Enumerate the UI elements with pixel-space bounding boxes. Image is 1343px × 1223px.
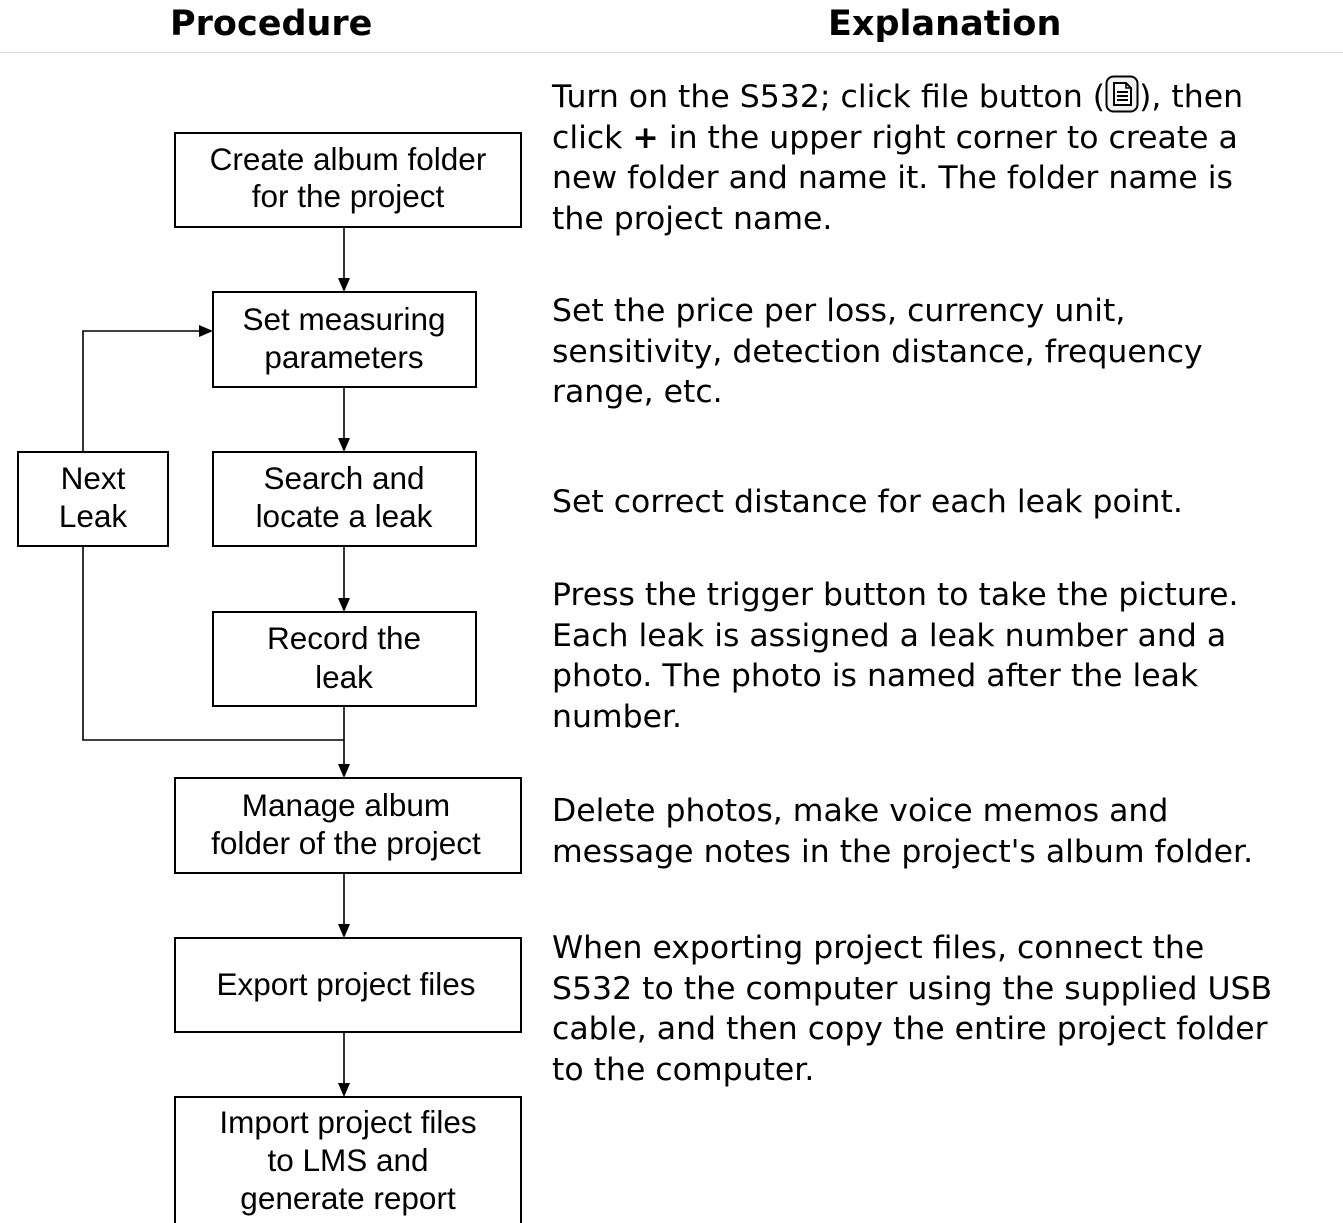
table-header: Procedure Explanation: [0, 0, 1343, 53]
explanation-text: ), then: [1139, 79, 1244, 115]
flow-step-label: parameters: [264, 339, 423, 375]
flow-step-label: Manage album: [242, 787, 450, 823]
flow-step-label: for the project: [252, 178, 445, 214]
explanation-parameters: Set the price per loss, currency unit, s…: [552, 291, 1203, 413]
explanation-line: click + in the upper right corner to cre…: [552, 118, 1243, 159]
explanation-line: sensitivity, detection distance, frequen…: [552, 333, 1203, 370]
arrowhead-icon: [338, 764, 350, 778]
plus-icon: +: [632, 119, 659, 156]
explanation-column-title: Explanation: [828, 4, 1062, 44]
flow-step-box: [174, 937, 522, 1033]
flow-step-box: [212, 291, 477, 388]
arrowhead-icon: [199, 325, 213, 337]
flow-step-export-project-files: Export project files: [174, 937, 522, 1033]
explanation-record: Press the trigger button to take the pic…: [552, 575, 1238, 737]
explanation-line: new folder and name it. The folder name …: [552, 160, 1233, 196]
flow-step-set-measuring-parameters: Set measuring parameters: [212, 291, 477, 388]
procedure-column-title: Procedure: [170, 4, 373, 44]
flow-step-label: locate a leak: [256, 498, 433, 534]
explanation-export: When exporting project files, connect th…: [552, 928, 1272, 1090]
flow-step-box: [174, 132, 522, 228]
explanation-line: Turn on the S532; click file button ( ), …: [552, 75, 1243, 118]
flow-step-label: Set measuring: [242, 301, 445, 337]
explanation-line: Set the price per loss, currency unit,: [552, 293, 1126, 329]
next-leak-box: Next Leak: [17, 451, 169, 547]
explanation-line: When exporting project files, connect th…: [552, 930, 1205, 966]
flow-step-box: [174, 777, 522, 874]
explanation-line: message notes in the project's album fol…: [552, 833, 1254, 870]
flow-step-manage-album-folder: Manage album folder of the project: [174, 777, 522, 874]
flow-step-box: [174, 1096, 522, 1223]
flow-step-label: Search and: [263, 460, 424, 496]
explanation-line: range, etc.: [552, 374, 723, 410]
arrowhead-icon: [338, 924, 350, 938]
explanation-line: S532 to the computer using the supplied …: [552, 970, 1273, 1007]
connector-export-to-import: [338, 1032, 350, 1097]
connector-parameters-to-search: [338, 387, 350, 452]
explanation-text: in the upper right corner to create a: [658, 119, 1238, 156]
arrowhead-icon: [338, 278, 350, 292]
arrowhead-icon: [338, 438, 350, 452]
flow-step-record-leak: Record the leak: [212, 611, 477, 707]
flow-step-label: folder of the project: [211, 825, 481, 861]
explanation-line: to the computer.: [552, 1051, 815, 1088]
explanation-search: Set correct distance for each leak point…: [552, 482, 1183, 523]
flow-step-label: Import project files: [219, 1104, 476, 1140]
procedure-flowchart: Create album folder for the project Set …: [17, 132, 522, 1223]
connector-search-to-record: [338, 546, 350, 612]
flow-step-create-album-folder: Create album folder for the project: [174, 132, 522, 228]
connector-create-to-parameters: [338, 227, 350, 292]
file-document-icon: [1105, 75, 1139, 113]
arrowhead-icon: [338, 598, 350, 612]
flow-step-label: Export project files: [216, 966, 475, 1002]
loop-box-label: Leak: [59, 498, 128, 534]
flow-step-label: Create album folder: [210, 141, 487, 177]
loop-box: [17, 451, 169, 547]
explanation-create: Turn on the S532; click file button ( ), …: [552, 75, 1243, 239]
explanation-line: cable, and then copy the entire project …: [552, 1011, 1268, 1047]
loop-connector-next-leak-to-parameters: [82, 325, 213, 452]
flow-step-label: leak: [315, 659, 373, 695]
explanation-line: Press the trigger button to take the pic…: [552, 577, 1239, 613]
flow-step-label: generate report: [240, 1180, 456, 1216]
loop-connector-record-to-next-leak: [82, 546, 344, 741]
connector-manage-to-export: [338, 873, 350, 938]
explanation-line: number.: [552, 698, 683, 735]
explanation-line: Each leak is assigned a leak number and …: [552, 617, 1227, 654]
explanation-line: Set correct distance for each leak point…: [552, 484, 1183, 520]
explanation-text: Turn on the S532; click file button (: [552, 79, 1106, 115]
flow-step-box: [212, 451, 477, 547]
loop-box-label: Next: [61, 460, 126, 496]
connector-record-to-manage: [338, 706, 350, 778]
flow-step-box: [212, 611, 477, 707]
explanation-line: the project name.: [552, 200, 833, 237]
flow-step-label: to LMS and: [267, 1142, 428, 1178]
arrowhead-icon: [338, 1083, 350, 1097]
flow-step-label: Record the: [267, 620, 421, 656]
flow-step-import-generate-report: Import project files to LMS and generate…: [174, 1096, 522, 1223]
explanation-line: Delete photos, make voice memos and: [552, 793, 1169, 829]
explanation-text: click: [552, 119, 633, 156]
explanation-manage: Delete photos, make voice memos and mess…: [552, 791, 1253, 872]
explanation-line: photo. The photo is named after the leak: [552, 658, 1199, 694]
flow-step-search-locate-leak: Search and locate a leak: [212, 451, 477, 547]
